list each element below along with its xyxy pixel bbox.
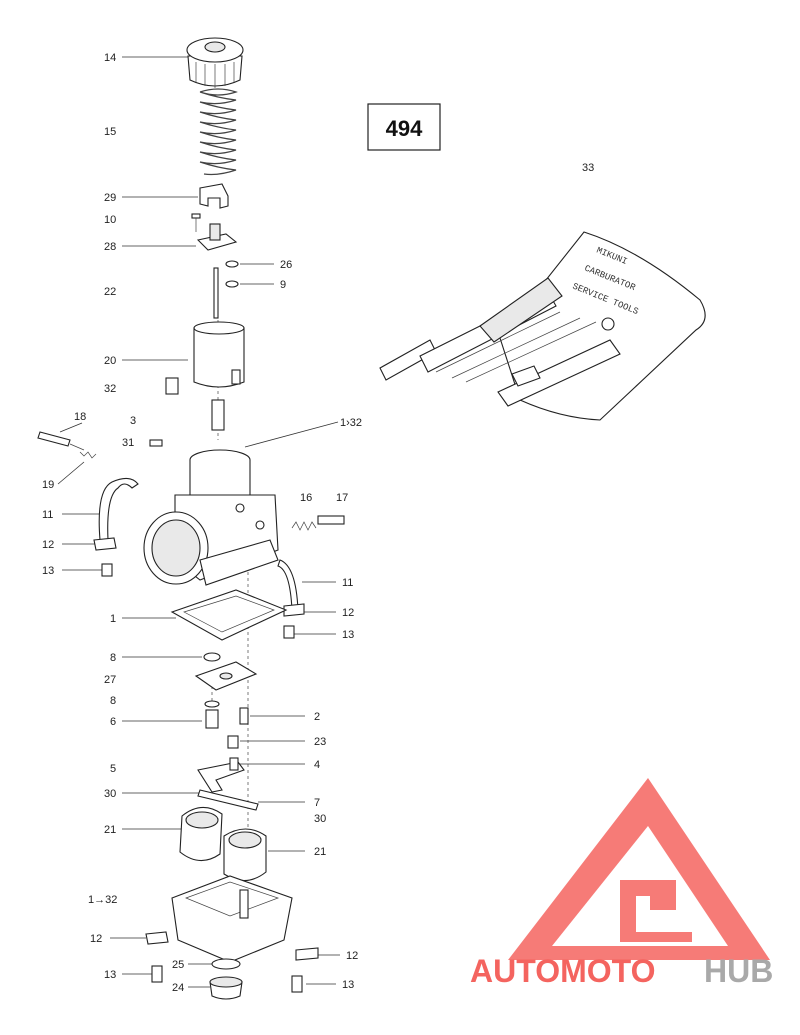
callout-11-right: 11 — [342, 577, 353, 589]
float-bowl-part — [171, 875, 293, 963]
top-cap-part — [186, 37, 244, 88]
fuel-line-right-part — [277, 559, 305, 639]
main-jet-part — [204, 700, 220, 729]
callout-13-right: 13 — [342, 629, 354, 641]
callout-3: 3 — [130, 415, 136, 427]
eclip-oring-part — [225, 260, 239, 288]
pilot-screw-part — [291, 515, 345, 531]
float-right-part — [223, 828, 267, 882]
callout-10: 10 — [104, 214, 116, 226]
float-pin-part — [197, 789, 259, 811]
plate-screw-part — [191, 213, 238, 251]
needle-jet-part — [211, 399, 225, 431]
spring-part — [199, 88, 238, 176]
oring-8-part — [203, 652, 221, 662]
needle-valve-part — [227, 735, 239, 749]
callout-22: 22 — [104, 286, 116, 298]
callout-32: 32 — [104, 383, 116, 395]
callout-8-lower: 8 — [110, 695, 116, 707]
callout-15: 15 — [104, 126, 116, 138]
callout-33: 33 — [582, 162, 594, 174]
callout-11-left: 11 — [42, 509, 53, 521]
callout-1to32-bottom: 1→32 — [88, 894, 117, 906]
callout-6: 6 — [110, 716, 116, 728]
callout-2: 2 — [314, 711, 320, 723]
callout-26: 26 — [280, 259, 292, 271]
watermark-text-grey: HUB — [704, 953, 773, 989]
needle-clip-part — [199, 183, 229, 209]
air-screw-part — [37, 431, 97, 459]
callout-28: 28 — [104, 241, 116, 253]
callout-31: 31 — [122, 437, 134, 449]
callout-20: 20 — [104, 355, 116, 367]
callout-12-right: 12 — [342, 607, 354, 619]
callout-12-left: 12 — [42, 539, 54, 551]
callout-13-bottom-left: 13 — [104, 969, 116, 981]
automotohub-logo — [508, 778, 770, 960]
plate-27-part — [194, 661, 258, 691]
callout-17: 17 — [336, 492, 348, 504]
automotohub-wordmark: AUTOMOTO HUB — [470, 953, 773, 989]
callout-30-right: 30 — [314, 813, 326, 825]
callout-21-right: 21 — [314, 846, 326, 858]
callout-27: 27 — [104, 674, 116, 686]
callout-29: 29 — [104, 192, 116, 204]
callout-12-bottom-right: 12 — [346, 950, 358, 962]
callout-1: 1 — [110, 613, 116, 625]
screw-bottom-right-part — [291, 975, 303, 993]
callout-19: 19 — [42, 479, 54, 491]
reference-number-box: 494 — [367, 103, 441, 151]
callout-23: 23 — [314, 736, 326, 748]
callout-16: 16 — [300, 492, 312, 504]
small-sleeve-part — [165, 377, 179, 395]
float-bowl-gasket-part — [170, 589, 288, 641]
callout-7: 7 — [314, 797, 320, 809]
callout-30-left: 30 — [104, 788, 116, 800]
screw-31-part — [149, 439, 163, 447]
carburetor-body-part — [143, 449, 279, 586]
callout-21-left: 21 — [104, 824, 116, 836]
bracket-left-part — [93, 537, 117, 577]
callout-labels: 14 15 29 10 28 26 22 9 20 32 18 3 1›32 3… — [42, 52, 594, 994]
callout-9: 9 — [280, 279, 286, 291]
callout-5: 5 — [110, 763, 116, 775]
service-tool-kit-part: MIKUNI CARBURATOR SERVICE TOOLS — [379, 231, 706, 421]
bracket-bottom-left-part — [145, 931, 169, 945]
callout-25: 25 — [172, 959, 184, 971]
screw-bottom-left-part — [151, 965, 163, 983]
jet-needle-part — [213, 267, 219, 319]
callout-4: 4 — [314, 759, 320, 771]
callout-12-bottom-left: 12 — [90, 933, 102, 945]
bracket-bottom-right-part — [295, 947, 319, 961]
callout-24: 24 — [172, 982, 184, 994]
watermark-text-red: AUTOMOTO — [470, 953, 655, 989]
callout-1to32-top: 1›32 — [340, 417, 362, 429]
pilot-jet-part — [239, 707, 249, 725]
float-left-part — [179, 806, 223, 862]
reference-number: 494 — [386, 116, 423, 141]
callout-13-bottom-right: 13 — [342, 979, 354, 991]
callout-18: 18 — [74, 411, 86, 423]
callout-8-upper: 8 — [110, 652, 116, 664]
fuel-line-left-part — [98, 477, 139, 541]
float-arm-part — [197, 757, 245, 793]
leader-lines — [57, 56, 340, 988]
callout-14: 14 — [104, 52, 116, 64]
callout-13-left: 13 — [42, 565, 54, 577]
throttle-valve-part — [193, 321, 245, 388]
drain-plug-part — [209, 958, 243, 1000]
